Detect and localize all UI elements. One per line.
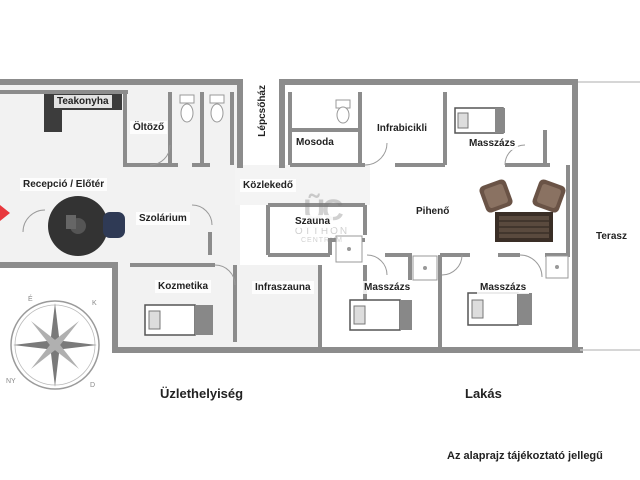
compass-label-n: É — [28, 296, 33, 303]
toilet-1 — [179, 94, 195, 123]
entrance-arrow-icon — [0, 205, 10, 221]
room-label-infrabicikli: Infrabicikli — [374, 122, 431, 135]
section-label-flat: Lakás — [465, 386, 502, 401]
coffee-table — [495, 212, 553, 242]
room-label-mosoda: Mosoda — [293, 136, 337, 149]
armchair-right — [532, 179, 566, 213]
room-label-lepcsohaz: Lépcsőház — [254, 84, 271, 138]
room-label-szolarium: Szolárium — [136, 212, 190, 225]
reception-table — [48, 196, 108, 256]
watermark-line-1: OTTHON — [294, 226, 350, 237]
toilet-2 — [209, 94, 225, 123]
massage-bed-mid — [349, 299, 412, 331]
room-label-masszazs-top: Masszázs — [466, 137, 519, 150]
shower-1 — [335, 235, 363, 263]
compass-label-e: K — [92, 300, 97, 307]
armchair-left — [479, 179, 513, 213]
room-label-szauna: Szauna — [292, 215, 334, 228]
room-label-piheno: Pihenő — [413, 205, 453, 218]
room-label-terasz: Terasz — [593, 230, 630, 243]
massage-bed-right — [467, 292, 532, 326]
room-label-teakonyha: Teakonyha — [54, 95, 112, 108]
room-label-infraszauna: Infraszauna — [252, 281, 314, 294]
room-label-recepcio: Recepció / Előtér — [20, 178, 108, 191]
walls — [0, 79, 583, 353]
massage-bed-top — [454, 107, 505, 134]
massage-bed-kozmetika — [144, 304, 213, 336]
shower-3 — [545, 255, 569, 279]
interior-walls — [0, 90, 570, 350]
room-label-kozmetika: Kozmetika — [155, 280, 212, 293]
disclaimer: Az alaprajz tájékoztató jellegű — [447, 450, 603, 462]
reception-chair — [103, 212, 125, 238]
doors — [22, 142, 543, 286]
section-label-shop: Üzlethelyiség — [160, 386, 244, 401]
terrace-outline — [578, 81, 640, 351]
compass-label-s: D — [90, 382, 96, 389]
compass-icon — [10, 300, 100, 390]
kitchen-sink — [44, 110, 62, 132]
toilet-3 — [335, 99, 351, 124]
shower-2 — [412, 255, 438, 281]
room-label-oltozo: Öltöző — [130, 121, 168, 134]
room-label-kozlekedo: Közlekedő — [240, 179, 297, 192]
compass-label-w: NY — [6, 378, 16, 385]
watermark-line-2: CENTRUM — [301, 237, 343, 244]
room-label-masszazs-right: Masszázs — [477, 281, 530, 294]
room-label-masszazs-mid: Masszázs — [361, 281, 414, 294]
